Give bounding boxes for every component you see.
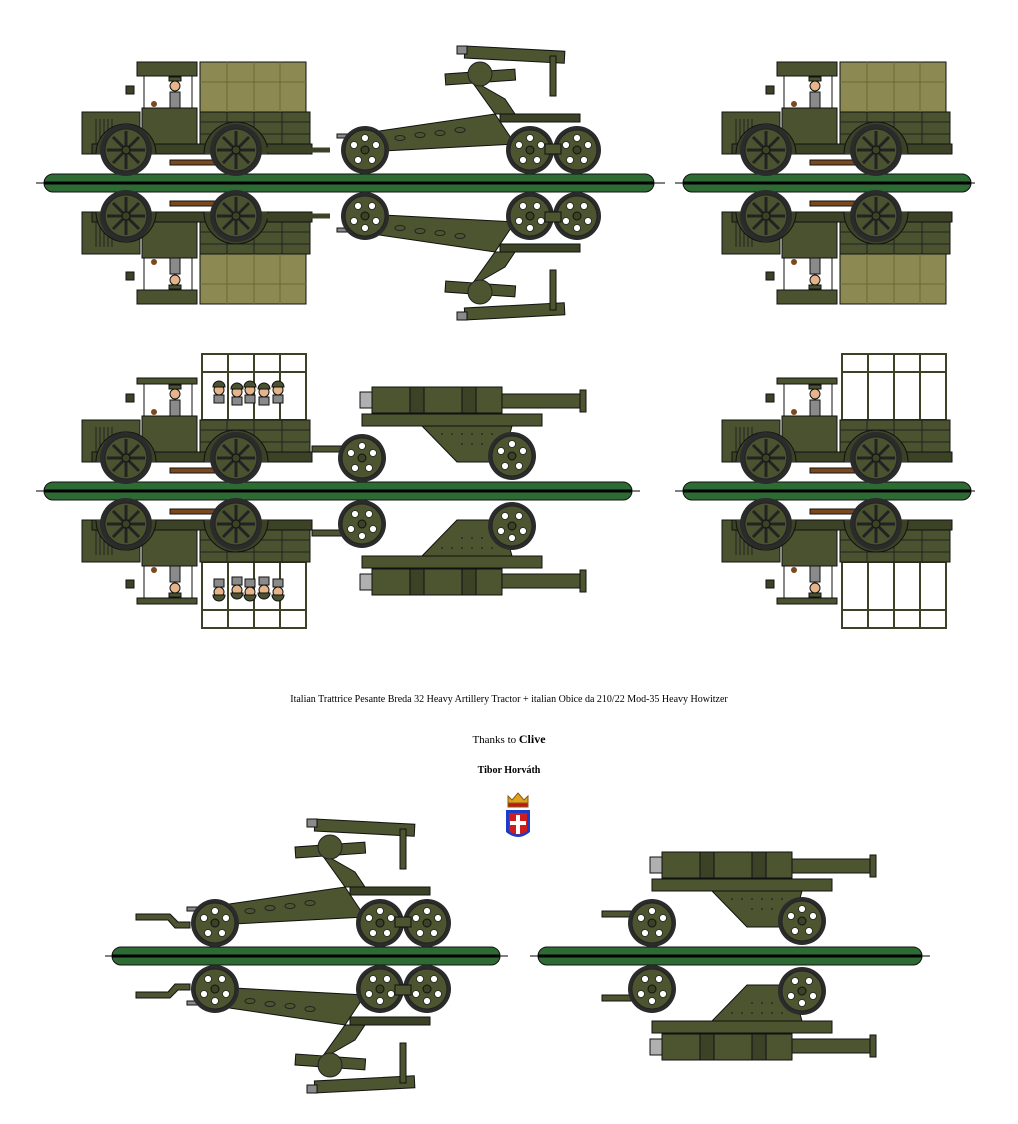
credits-thanks: Thanks to Clive — [0, 732, 1018, 747]
barrel-carriage-illustration — [530, 830, 930, 1090]
row-3-left-scene — [100, 830, 520, 1090]
truck-tarp-upright — [82, 62, 312, 176]
tractor-towing-barrel-carriage-illustration — [36, 330, 640, 650]
tractor-cage-illustration — [675, 330, 975, 650]
row-3-right-scene — [530, 830, 950, 1090]
howitzer-mirror — [337, 192, 601, 320]
truck-tarp-mirror — [82, 190, 312, 304]
thanks-name: Clive — [518, 732, 546, 746]
tractor-tarp-illustration — [675, 0, 975, 340]
plate-title: Italian Trattrice Pesante Breda 32 Heavy… — [290, 694, 728, 705]
thanks-prefix: Thanks to — [472, 734, 517, 746]
author-name: Tibor Horváth — [477, 765, 541, 776]
row-2-right-scene — [675, 330, 1018, 650]
row-1-right-scene — [675, 0, 1018, 340]
row-2-left-scene — [0, 330, 680, 650]
savoy-crown-and-shield-icon — [506, 792, 530, 837]
howitzer-upright — [337, 46, 601, 174]
howitzer-carriage-illustration — [105, 830, 508, 1090]
row-1-left-scene — [0, 0, 680, 340]
tractor-towing-howitzer-illustration — [36, 0, 665, 340]
